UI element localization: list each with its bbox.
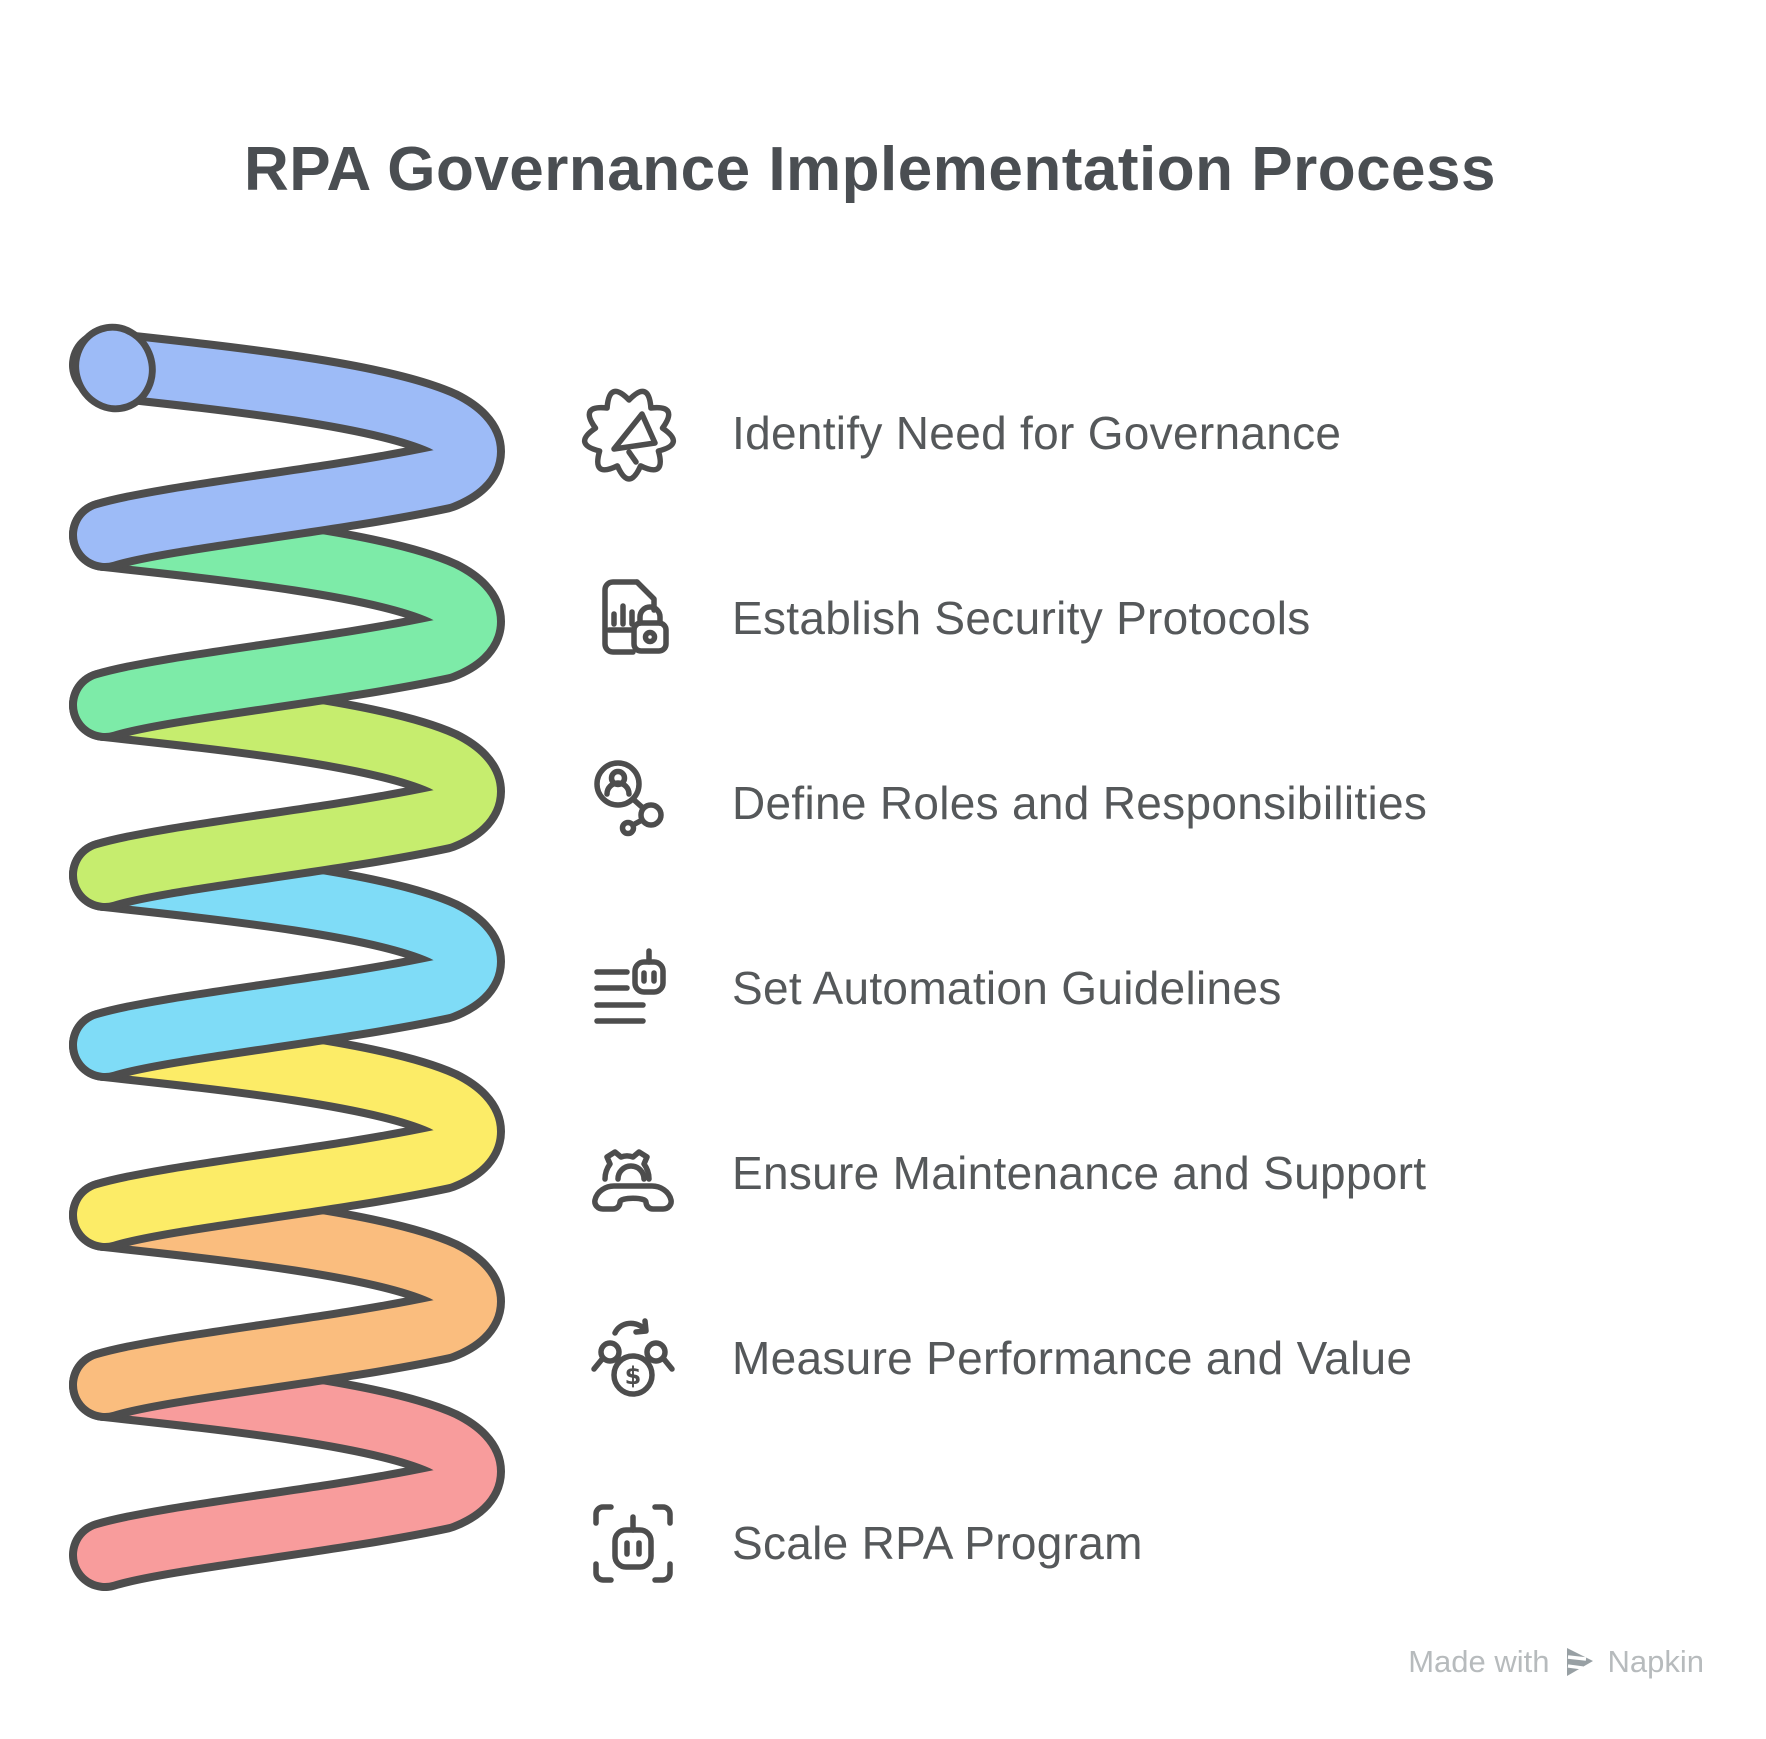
napkin-attribution: Made with Napkin [1408,1644,1704,1680]
step-label: Ensure Maintenance and Support [732,1147,1427,1199]
step-row-7: Scale RPA Program [577,1487,1143,1599]
step-row-4: Set Automation Guidelines [577,932,1282,1044]
step-label: Measure Performance and Value [732,1332,1413,1384]
list-robot-icon [594,948,666,1024]
step-row-5: Ensure Maintenance and Support [577,1117,1426,1229]
step-row-3: Define Roles and Responsibilities [577,747,1427,859]
step-label: Set Automation Guidelines [732,962,1282,1014]
step-row-1: Identify Need for Governance [577,377,1341,489]
robot-scan-icon [593,1504,673,1583]
made-with-text: Made with [1408,1644,1550,1679]
step-row-6: $ Measure Performance and Value [577,1302,1412,1414]
money-cycle-icon: $ [591,1318,675,1397]
person-network-icon [594,760,664,837]
napkin-logo-icon [1566,1648,1593,1676]
step-label: Define Roles and Responsibilities [732,777,1428,829]
gear-handset-icon [592,1149,674,1212]
gear-megaphone-icon [581,388,677,482]
step-label: Establish Security Protocols [732,592,1311,644]
brand-text: Napkin [1607,1644,1705,1679]
step-row-2: Establish Security Protocols [577,562,1311,674]
gear-outline-path [581,388,677,482]
step-label: Scale RPA Program [732,1517,1143,1569]
dollar-glyph: $ [625,1362,642,1390]
document-lock-icon [602,579,669,655]
page-title: RPA Governance Implementation Process [244,135,1496,204]
step-label: Identify Need for Governance [732,407,1342,459]
